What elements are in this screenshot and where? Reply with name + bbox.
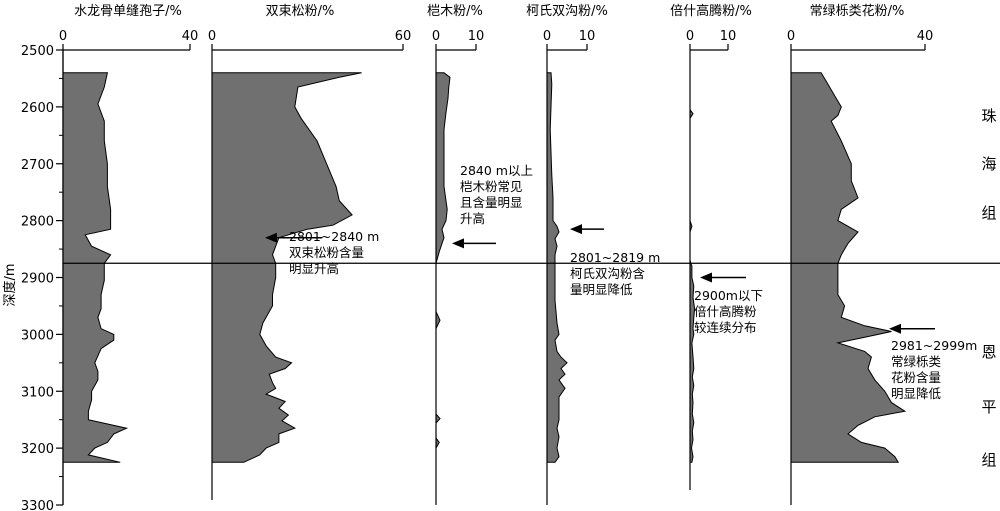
depth-tick-label: 2700	[21, 158, 54, 173]
series-area-1	[62, 72, 129, 463]
x-tick-label: 10	[468, 29, 485, 44]
annotation-arrow-1-head	[265, 232, 277, 243]
x-tick-label: 0	[208, 29, 216, 44]
depth-tick-label: 3000	[21, 328, 54, 343]
annotation-arrow-2-head	[452, 238, 464, 249]
formation-label-1: 组	[981, 204, 996, 222]
x-tick-label: 40	[182, 29, 199, 44]
x-tick-label: 0	[543, 29, 551, 44]
x-tick-label: 0	[432, 29, 440, 44]
depth-tick-label: 3100	[21, 385, 54, 400]
annotation-text-3: 量明显降低	[570, 282, 633, 297]
annotation-arrow-4-head	[700, 272, 712, 283]
depth-tick-label: 2500	[21, 44, 54, 59]
depth-tick-label: 2800	[21, 215, 54, 230]
annotation-text-2: 2840 m以上	[460, 163, 533, 178]
annotation-text-1: 2801~2840 m	[289, 229, 379, 244]
series-area-5	[689, 72, 696, 463]
series-area-2	[211, 72, 362, 463]
x-tick-label: 0	[686, 29, 694, 44]
annotation-arrow-5-head	[889, 323, 901, 334]
formation-label-2: 组	[981, 451, 996, 469]
formation-label-1: 海	[981, 155, 996, 173]
annotation-text-5: 花粉含量	[891, 370, 941, 385]
track-title-6: 常绿栎类花粉/%	[810, 3, 905, 19]
track-title-2: 双束松粉/%	[266, 4, 335, 19]
annotation-text-1: 明显升高	[289, 261, 339, 276]
formation-label-2: 平	[981, 398, 996, 416]
annotation-text-2: 且含量明显	[460, 195, 523, 210]
x-tick-label: 40	[917, 29, 934, 44]
annotation-text-4: 2900m以下	[694, 288, 763, 303]
track-title-5: 倍什高腾粉/%	[670, 3, 752, 19]
depth-axis-label: 深度/m	[2, 263, 18, 306]
annotation-text-4: 倍什高腾粉	[694, 304, 757, 319]
series-area-3	[435, 72, 451, 463]
track-title-1: 水龙骨单缝孢子/%	[74, 4, 182, 19]
annotation-text-1: 双束松粉含量	[289, 245, 364, 260]
series-area-4	[546, 72, 568, 463]
x-tick-label: 10	[579, 29, 596, 44]
depth-tick-label: 2600	[21, 101, 54, 116]
x-tick-label: 0	[59, 29, 67, 44]
annotation-text-4: 较连续分布	[694, 320, 757, 335]
annotation-text-5: 常绿栎类	[891, 354, 942, 369]
depth-tick-label: 2900	[21, 272, 54, 287]
x-tick-label: 10	[720, 29, 737, 44]
annotation-arrow-3-head	[570, 224, 582, 235]
annotation-text-3: 2801~2819 m	[570, 250, 660, 265]
formation-label-1: 珠	[981, 107, 996, 125]
annotation-text-2: 桤木粉常见	[460, 179, 523, 194]
formation-label-2: 恩	[981, 343, 996, 361]
annotation-text-5: 明显降低	[891, 386, 942, 401]
annotation-text-2: 升高	[460, 211, 485, 226]
depth-tick-label: 3300	[21, 499, 54, 511]
depth-tick-label: 3200	[21, 442, 54, 457]
x-tick-label: 0	[787, 29, 795, 44]
series-area-6	[790, 72, 907, 463]
annotation-text-3: 柯氏双沟粉含	[570, 266, 646, 281]
x-tick-label: 60	[395, 29, 412, 44]
track-title-4: 柯氏双沟粉/%	[526, 4, 608, 19]
annotation-text-5: 2981~2999m	[891, 338, 977, 353]
track-title-3: 桤木粉/%	[427, 4, 483, 19]
